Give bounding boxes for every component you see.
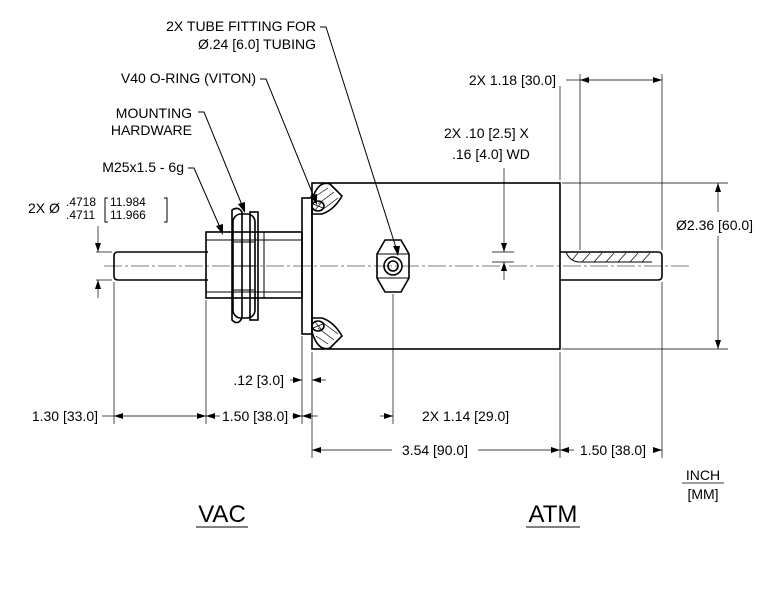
label-shaft-dia-prefix: 2X Ø [28,200,60,216]
tube-fitting [376,239,410,293]
label-thread: M25x1.5 - 6g [102,159,184,175]
label-shaft-dia-lower-mm: 11.966 [110,208,146,222]
oring-top-section [311,182,343,215]
label-body-diameter: Ø2.36 [60.0] [676,217,753,233]
washer [249,211,259,321]
label-flat-length: 2X 1.18 [30.0] [469,72,556,88]
main-body [311,182,561,350]
atm-shaft [560,251,663,281]
label-shaft-dia-upper-in: .4718 [66,195,96,209]
label-vac-shaft-length: 1.30 [33.0] [32,408,98,424]
label-tube-fitting-line1: 2X TUBE FITTING FOR [166,18,316,34]
label-vac: VAC [198,501,246,528]
shaft-flat [565,251,652,263]
dimension-lines [95,74,728,484]
label-vac-hub-length: 1.50 [38.0] [222,408,288,424]
label-shaft-dia-upper-mm: 11.984 [110,195,146,209]
label-atm: ATM [529,501,578,528]
shaft-flat-hatch [571,252,651,263]
label-oring: V40 O-RING (VITON) [121,70,256,86]
label-flat-size-line1: 2X .10 [2.5] X [444,125,529,141]
leader-lines [188,26,400,256]
label-shaft-dia-lower-in: .4711 [66,208,95,222]
label-body-length: 3.54 [90.0] [402,442,468,458]
label-flange-thickness: .12 [3.0] [233,372,284,388]
label-atm-shaft-length: 1.50 [38.0] [580,442,646,458]
label-units-top: INCH [686,467,720,483]
annotations: 2X TUBE FITTING FOR Ø.24 [6.0] TUBING V4… [28,18,753,528]
label-fitting-position: 2X 1.14 [29.0] [422,408,509,424]
label-flat-size-line2: .16 [4.0] WD [452,146,530,162]
label-mounting-line1: MOUNTING [116,105,192,121]
label-tube-fitting-line2: Ø.24 [6.0] TUBING [198,36,316,52]
part-outline [104,182,690,350]
vac-shaft [113,251,208,281]
label-mounting-line2: HARDWARE [111,122,192,138]
label-units-bottom: [MM] [687,486,718,502]
oring-bottom-section [311,317,343,350]
